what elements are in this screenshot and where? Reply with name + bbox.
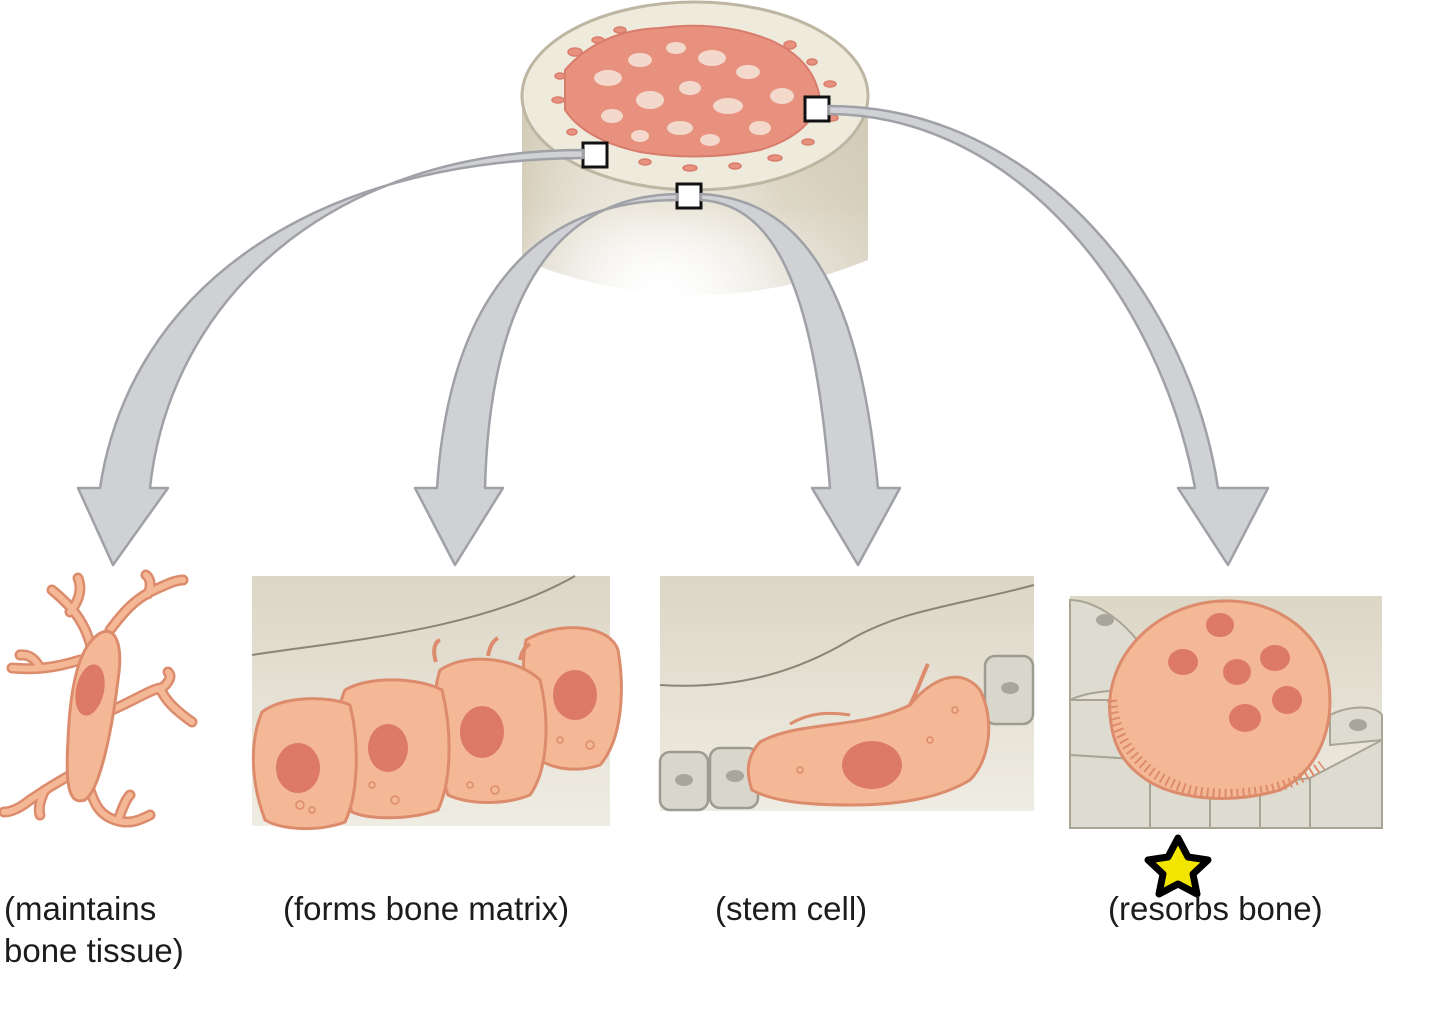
osteogenic-label: (stem cell) xyxy=(715,890,868,927)
osteocyte-label-line2: bone tissue) xyxy=(4,932,184,969)
sample-box-right xyxy=(803,95,831,123)
sample-box-left xyxy=(581,141,609,169)
osteocyte-illustration xyxy=(0,569,198,828)
arrow-to-osteocyte xyxy=(76,148,585,567)
osteoblast-illustration xyxy=(251,575,623,830)
arrow-to-osteoclast xyxy=(827,104,1270,567)
osteoclast-label: (resorbs bone) xyxy=(1108,890,1323,927)
osteocyte-label-line1: (maintains xyxy=(4,890,157,927)
osteocyte-label: (maintains bone tissue) xyxy=(4,888,184,972)
osteoclast-illustration xyxy=(1069,596,1383,829)
arrow-to-osteoblast xyxy=(413,192,679,567)
arrow-to-osteogenic xyxy=(699,192,902,567)
sample-box-center xyxy=(675,182,703,210)
osteogenic-cell-illustration xyxy=(658,576,1035,812)
star-icon xyxy=(1144,834,1212,898)
bone-cross-section xyxy=(520,0,870,295)
osteoblast-label: (forms bone matrix) xyxy=(283,890,570,927)
